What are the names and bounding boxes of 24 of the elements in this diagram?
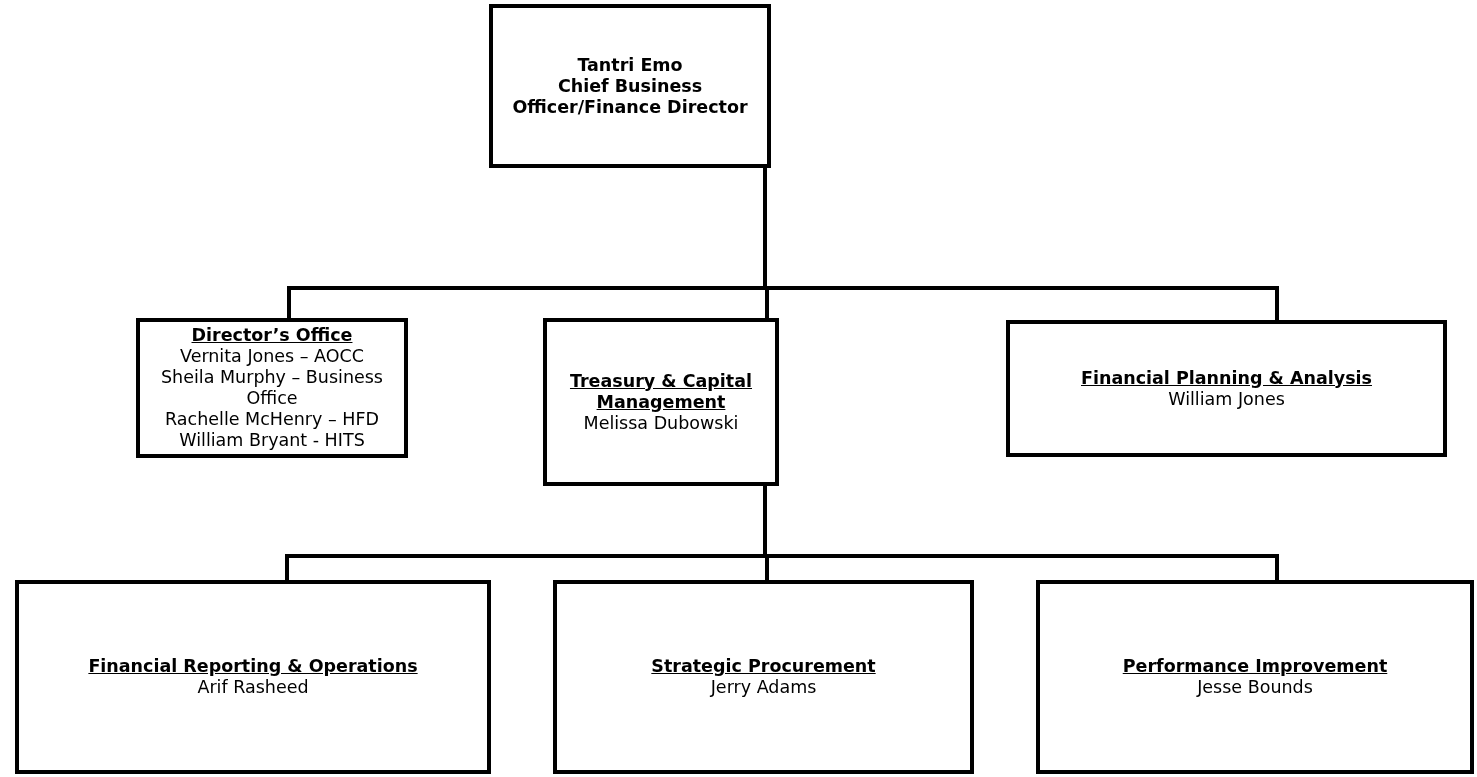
person-name: Tantri Emo <box>577 54 683 76</box>
department-heading: Performance Improvement <box>1122 656 1388 677</box>
department-box <box>1036 580 1474 774</box>
department-heading: Financial Reporting & Operations <box>88 656 418 677</box>
staff-name: Jerry Adams <box>710 677 817 698</box>
department-box <box>136 318 408 458</box>
staff-name: William Jones <box>1168 388 1285 410</box>
staff-name: Sheila Murphy – Business Office <box>160 367 384 409</box>
department-heading: Treasury & Capital Management <box>568 370 753 413</box>
staff-name: Jesse Bounds <box>1197 677 1313 698</box>
staff-name: Melissa Dubowski <box>583 412 739 434</box>
department-box <box>15 580 491 774</box>
department-box <box>543 318 779 486</box>
executive-box <box>489 4 771 168</box>
staff-name: Vernita Jones – AOCC <box>180 346 364 367</box>
department-heading: Financial Planning & Analysis <box>1081 367 1372 389</box>
department-box <box>553 580 974 774</box>
staff-name: William Bryant - HITS <box>179 430 365 451</box>
job-title: Chief Business Officer/Finance Director <box>511 75 749 118</box>
staff-name: Rachelle McHenry – HFD <box>165 409 379 430</box>
department-heading: Strategic Procurement <box>651 656 876 677</box>
department-heading: Director’s Office <box>191 325 353 346</box>
staff-name: Arif Rasheed <box>197 677 309 698</box>
department-box <box>1006 320 1447 457</box>
